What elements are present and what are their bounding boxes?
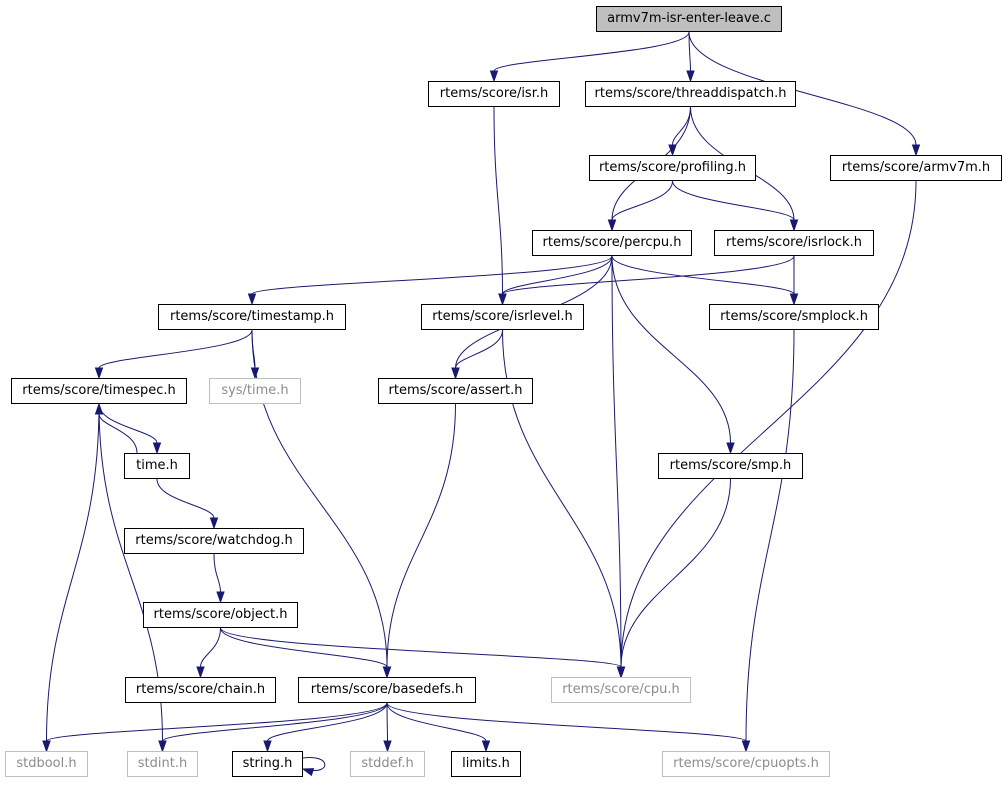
node-object-h[interactable]: rtems/score/object.h [143, 602, 298, 628]
edge-n5-n7 [247, 255, 613, 306]
edge-n16-n18 [220, 627, 392, 679]
edge-n9-n25 [741, 329, 795, 753]
edge-n0-n2 [686, 31, 695, 83]
edge-n10-n20 [42, 403, 100, 753]
edge-n18-n23 [383, 702, 392, 753]
edge-n8-n12 [451, 329, 503, 380]
edge-n18-n20 [42, 702, 388, 753]
node-threaddispatch-h[interactable]: rtems/score/threaddispatch.h [585, 81, 796, 107]
edge-n5-n19 [611, 255, 626, 679]
edge-n0-n3 [688, 31, 921, 157]
edge-n5-n9 [611, 255, 799, 306]
node-assert-h[interactable]: rtems/score/assert.h [378, 378, 533, 404]
node-armv7m-isr-enter-leave-c: armv7m-isr-enter-leave.c [596, 6, 782, 32]
edge-n22-n22 [301, 756, 326, 777]
edge-n5-n14 [611, 255, 735, 455]
node-limits-h[interactable]: limits.h [451, 751, 521, 777]
node-isrlock-h[interactable]: rtems/score/isrlock.h [714, 230, 874, 256]
node-profiling-h[interactable]: rtems/score/profiling.h [589, 155, 756, 181]
node-timestamp-h[interactable]: rtems/score/timestamp.h [158, 304, 346, 330]
node-chain-h[interactable]: rtems/score/chain.h [125, 677, 276, 703]
edge-n10-n13 [98, 403, 162, 455]
node-basedefs-h[interactable]: rtems/score/basedefs.h [298, 677, 476, 703]
node-stddef-h: stddef.h [350, 751, 425, 777]
node-isr-h[interactable]: rtems/score/isr.h [428, 81, 560, 107]
edge-n18-n25 [386, 702, 751, 753]
edge-n18-n24 [386, 702, 491, 753]
edge-n5-n8 [498, 255, 613, 306]
edge-n4-n5 [607, 180, 673, 232]
node-sys-time-h: sys/time.h [209, 378, 301, 404]
node-stdint-h: stdint.h [127, 751, 198, 777]
node-armv7m-h[interactable]: rtems/score/armv7m.h [830, 155, 1002, 181]
node-isrlevel-h[interactable]: rtems/score/isrlevel.h [421, 304, 584, 330]
node-timespec-h[interactable]: rtems/score/timespec.h [11, 378, 187, 404]
edge-n4-n6 [672, 180, 799, 232]
edge-n15-n16 [213, 553, 225, 604]
node-watchdog-h[interactable]: rtems/score/watchdog.h [124, 528, 304, 554]
edge-n2-n4 [668, 106, 691, 157]
edge-n12-n18 [382, 403, 456, 679]
edge-n18-n22 [263, 702, 388, 753]
edge-n6-n8 [498, 255, 795, 306]
node-stdbool-h: stdbool.h [5, 751, 88, 777]
edge-n16-n19 [220, 627, 626, 679]
edge-n13-n10 [94, 402, 138, 454]
edge-n0-n1 [489, 31, 690, 83]
node-cpuopts-h: rtems/score/cpuopts.h [662, 751, 830, 777]
edge-n14-n19 [616, 478, 731, 679]
edge-n7-n10 [94, 329, 253, 380]
node-smplock-h[interactable]: rtems/score/smplock.h [709, 304, 879, 330]
node-string-h[interactable]: string.h [232, 751, 303, 777]
edge-n16-n17 [196, 627, 221, 679]
node-smp-h[interactable]: rtems/score/smp.h [658, 453, 803, 479]
node-time-h[interactable]: time.h [124, 453, 190, 479]
node-percpu-h[interactable]: rtems/score/percpu.h [532, 230, 692, 256]
edge-n6-n9 [789, 256, 799, 306]
node-cpu-h: rtems/score/cpu.h [551, 677, 691, 703]
edge-n18-n21 [158, 702, 388, 753]
edge-n13-n15 [156, 478, 219, 530]
